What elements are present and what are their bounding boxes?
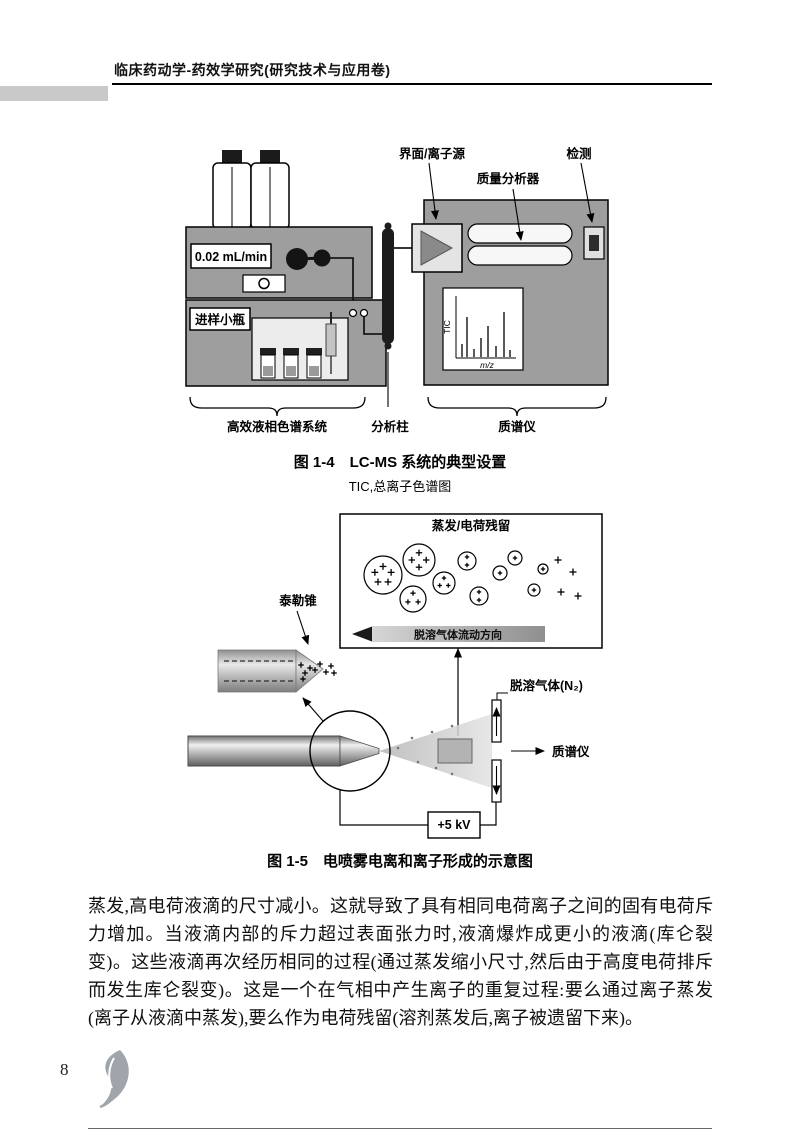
zoom-arrow-to-inset (302, 697, 324, 722)
mass-spectrometer-label: 质谱仪 (498, 419, 536, 434)
sampling-cone (420, 230, 454, 266)
header-gray-bar (0, 86, 108, 101)
body-paragraph: 蒸发,高电荷液滴的尺寸减小。这就导致了具有相同电荷离子之间的固有电荷斥力增加。当… (88, 896, 713, 1028)
column-body (382, 228, 394, 344)
publisher-leaf-logo (99, 1050, 129, 1109)
header-rule (112, 83, 712, 85)
port (348, 308, 358, 318)
hplc-system-label: 高效液相色谱系统 (227, 419, 328, 434)
fig2-ms-label: 质谱仪 (552, 744, 590, 759)
injection-syringe (325, 312, 337, 374)
ms-brace (427, 396, 607, 417)
magnifier-circle (309, 710, 391, 792)
detection-label: 检测 (566, 146, 591, 161)
tic-chromatogram: TIC m/z (442, 287, 524, 371)
pump-head (286, 248, 308, 270)
flow-rate-box (190, 243, 272, 269)
taylor-cone-label: 泰勒锥 (278, 593, 317, 608)
taylor-cone-charges (298, 661, 337, 682)
bottle-cap (260, 150, 280, 165)
detector-element (589, 235, 599, 251)
hplc-brace (189, 396, 366, 417)
pump-head (313, 249, 331, 267)
tic-axis-label: TIC (442, 320, 452, 334)
analytical-column-label: 分析柱 (371, 419, 409, 434)
running-header: 临床药动学-药效学研究(研究技术与应用卷) (114, 62, 391, 78)
flow-rate-label: 0.02 mL/min (195, 250, 267, 264)
analytical-column (382, 222, 412, 350)
bottle-cap (222, 150, 242, 165)
spray-droplet-dots (396, 724, 454, 776)
sample-vial-box (189, 307, 251, 331)
sample-vial-label: 进样小瓶 (195, 312, 246, 327)
spray-capillary (187, 735, 380, 767)
autosampler-module: 进样小瓶 (185, 299, 387, 387)
mz-axis-label: m/z (480, 360, 494, 370)
port (359, 308, 369, 318)
capillary-tip (339, 735, 380, 767)
fig1-bottom-labels: 高效液相色谱系统 分析柱 质谱仪 (189, 352, 607, 434)
taylor-cone-inset (217, 649, 337, 693)
spray-cone (379, 714, 492, 788)
tubing (330, 257, 354, 309)
taylor-cone-shape (295, 649, 324, 693)
mass-spectrometer-module: TIC m/z (411, 199, 609, 386)
desolvation-gas-label: 脱溶气体(N₂) (510, 678, 583, 693)
interface-ion-source-label: 界面/离子源 (399, 146, 465, 161)
orifice-plate (437, 738, 473, 764)
bottom-rule (88, 1128, 712, 1129)
sample-vials (260, 348, 322, 379)
gas-flow-label: 脱溶气体流动方向 (414, 628, 502, 642)
gas-flow-arrowhead (352, 626, 372, 642)
voltage-box (427, 811, 481, 839)
pump-module: 0.02 mL/min (185, 226, 373, 309)
quadrupole-rod (467, 245, 573, 266)
fig2-caption: 图 1-5 电喷雾电离和离子形成的示意图 (267, 853, 533, 870)
fig1-callouts: 界面/离子源 检测 质量分析器 (399, 146, 595, 241)
curtain-plates (491, 699, 502, 803)
solvent-bottles (212, 150, 290, 230)
gas-flow-bar: 脱溶气体流动方向 (352, 626, 545, 642)
voltage-supply: +5 kV (339, 789, 497, 839)
mass-analyzer-label: 质量分析器 (477, 171, 540, 186)
chromatogram-peaks (461, 312, 511, 357)
page-number: 8 (60, 1060, 69, 1079)
fig1-caption: 图 1-4 LC-MS 系统的典型设置 (293, 454, 507, 471)
voltage-label: +5 kV (437, 818, 471, 832)
tubing (363, 317, 383, 335)
fig1-subcaption: TIC,总离子色谱图 (348, 479, 452, 494)
charged-droplets (363, 543, 582, 613)
fig2-esi-diagram: 蒸发/电荷残留 脱溶气体流动方向 泰勒锥 (187, 513, 603, 839)
evaporation-label: 蒸发/电荷残留 (432, 518, 510, 533)
fig1-lcms-diagram: 0.02 mL/min 进样小瓶 (185, 146, 609, 434)
